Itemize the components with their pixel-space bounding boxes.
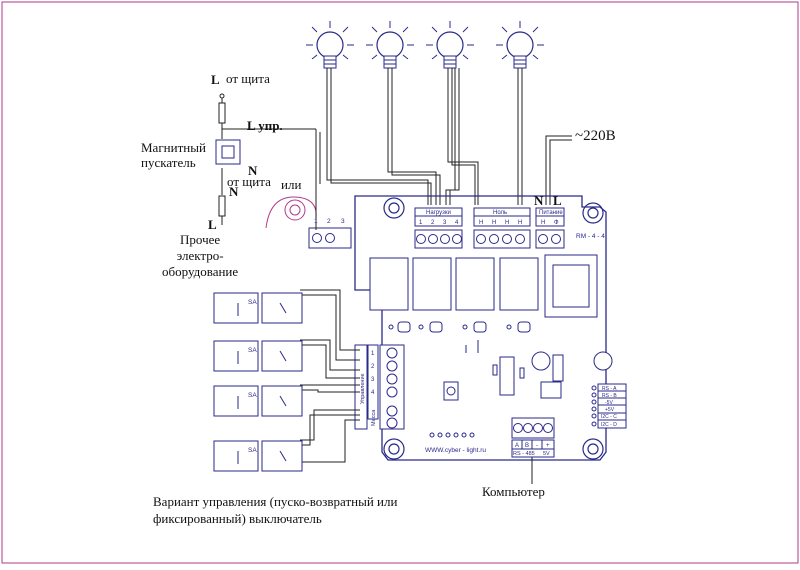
bus-pin-plus: + — [546, 443, 550, 449]
mains-label: ~220В — [575, 128, 616, 144]
l-from-panel: L — [211, 72, 220, 87]
from-panel-label: от щита — [226, 71, 270, 86]
switch-2 — [213, 340, 303, 372]
side-label-minus5v: -5V — [605, 400, 613, 406]
switch-4 — [213, 440, 303, 472]
switch-variant-label: Вариант управления (пуско-возвратный или… — [153, 494, 398, 526]
loads-pin-3: 3 — [443, 220, 447, 226]
lamp-wires — [326, 68, 523, 205]
bus-pin-b: B — [525, 443, 529, 449]
contactor-wiring — [218, 96, 321, 225]
board-outline — [354, 195, 607, 461]
side-label-plus5v: +5V — [605, 407, 615, 413]
control-terminal — [354, 344, 405, 430]
control-pin-1: 1 — [371, 351, 375, 357]
extra-pin-3: 3 — [341, 218, 345, 225]
contactor — [215, 139, 241, 165]
switch-1-label: SA — [248, 299, 257, 306]
loads-pin-2: 2 — [431, 220, 435, 226]
transformer — [544, 254, 598, 318]
mains-l-label: L — [553, 193, 562, 208]
relay-leds — [388, 321, 531, 333]
side-label-rs-b: RS - B — [602, 393, 617, 399]
board-model: RM - 4 - 4 — [576, 233, 605, 240]
extra-pin-1: 1 — [314, 218, 318, 225]
loads-pin-4: 4 — [455, 220, 459, 226]
panel-terminal-dot — [219, 93, 225, 99]
switch-group — [300, 289, 360, 463]
control-pin-3: 3 — [371, 377, 375, 383]
switch-2-label: SA — [248, 347, 257, 354]
board-small-parts — [429, 340, 525, 438]
or-label: или — [281, 177, 302, 192]
side-label-i2c-d: I2C - D — [601, 422, 617, 428]
lamp-4 — [496, 21, 544, 69]
zero-pin-3: Н — [505, 220, 509, 226]
power-pin-f: Ф — [554, 220, 559, 226]
side-label-i2c-c: I2C - C — [601, 414, 617, 420]
contactor-label: Магнитный пускатель — [141, 140, 206, 170]
lamp-1 — [306, 21, 354, 69]
switch-3-label: SA — [248, 392, 257, 399]
bus-pin-minus: - — [536, 443, 538, 449]
zero-terminal — [473, 207, 531, 249]
l-label: L — [208, 217, 217, 232]
loads-header: Нагрузки — [426, 210, 451, 216]
from-panel-label-2: от щита — [227, 174, 271, 189]
lamp-2 — [366, 21, 414, 69]
bus-rs485: RS - 485 — [513, 451, 535, 457]
power-terminal — [535, 207, 565, 249]
power-header: Питание — [539, 210, 563, 216]
n-from-panel: N — [248, 163, 258, 178]
zero-pin-4: Н — [518, 220, 522, 226]
zero-pin-2: Н — [492, 220, 496, 226]
bus-5v: 5V — [543, 451, 550, 457]
capacitors — [443, 351, 613, 401]
relays — [369, 257, 539, 311]
loads-terminal — [414, 207, 463, 249]
mounting-holes — [383, 197, 604, 460]
zero-header: Ноль — [493, 210, 507, 216]
control-pin-2: 2 — [371, 364, 375, 370]
extra-pin-2: 2 — [327, 218, 331, 225]
side-connector — [591, 383, 627, 429]
switch-1 — [213, 292, 303, 324]
computer-label: Компьютер — [482, 484, 545, 499]
l-control-label: L упр. — [247, 118, 283, 133]
other-equipment-label: Прочее электро- оборудование — [162, 232, 239, 279]
bus-terminal — [511, 417, 555, 458]
switch-3 — [213, 385, 303, 417]
board-website: WWW.cyber - light.ru — [425, 447, 486, 454]
bus-pin-a: A — [515, 443, 519, 449]
power-pin-n: Н — [541, 220, 545, 226]
loads-pin-1: 1 — [419, 220, 423, 226]
mains-n-label: N — [534, 193, 544, 208]
ground-label: Масса — [371, 409, 377, 426]
lamp-3 — [426, 21, 474, 69]
n-label: N — [229, 184, 239, 199]
control-pin-4: 4 — [371, 390, 375, 396]
alt-terminal — [284, 199, 352, 249]
side-label-rs-a: RS - A — [602, 386, 617, 392]
control-label: Управление — [360, 373, 366, 404]
mains-wire — [545, 135, 572, 205]
zero-pin-1: Н — [479, 220, 483, 226]
switch-4-label: SA — [248, 447, 257, 454]
